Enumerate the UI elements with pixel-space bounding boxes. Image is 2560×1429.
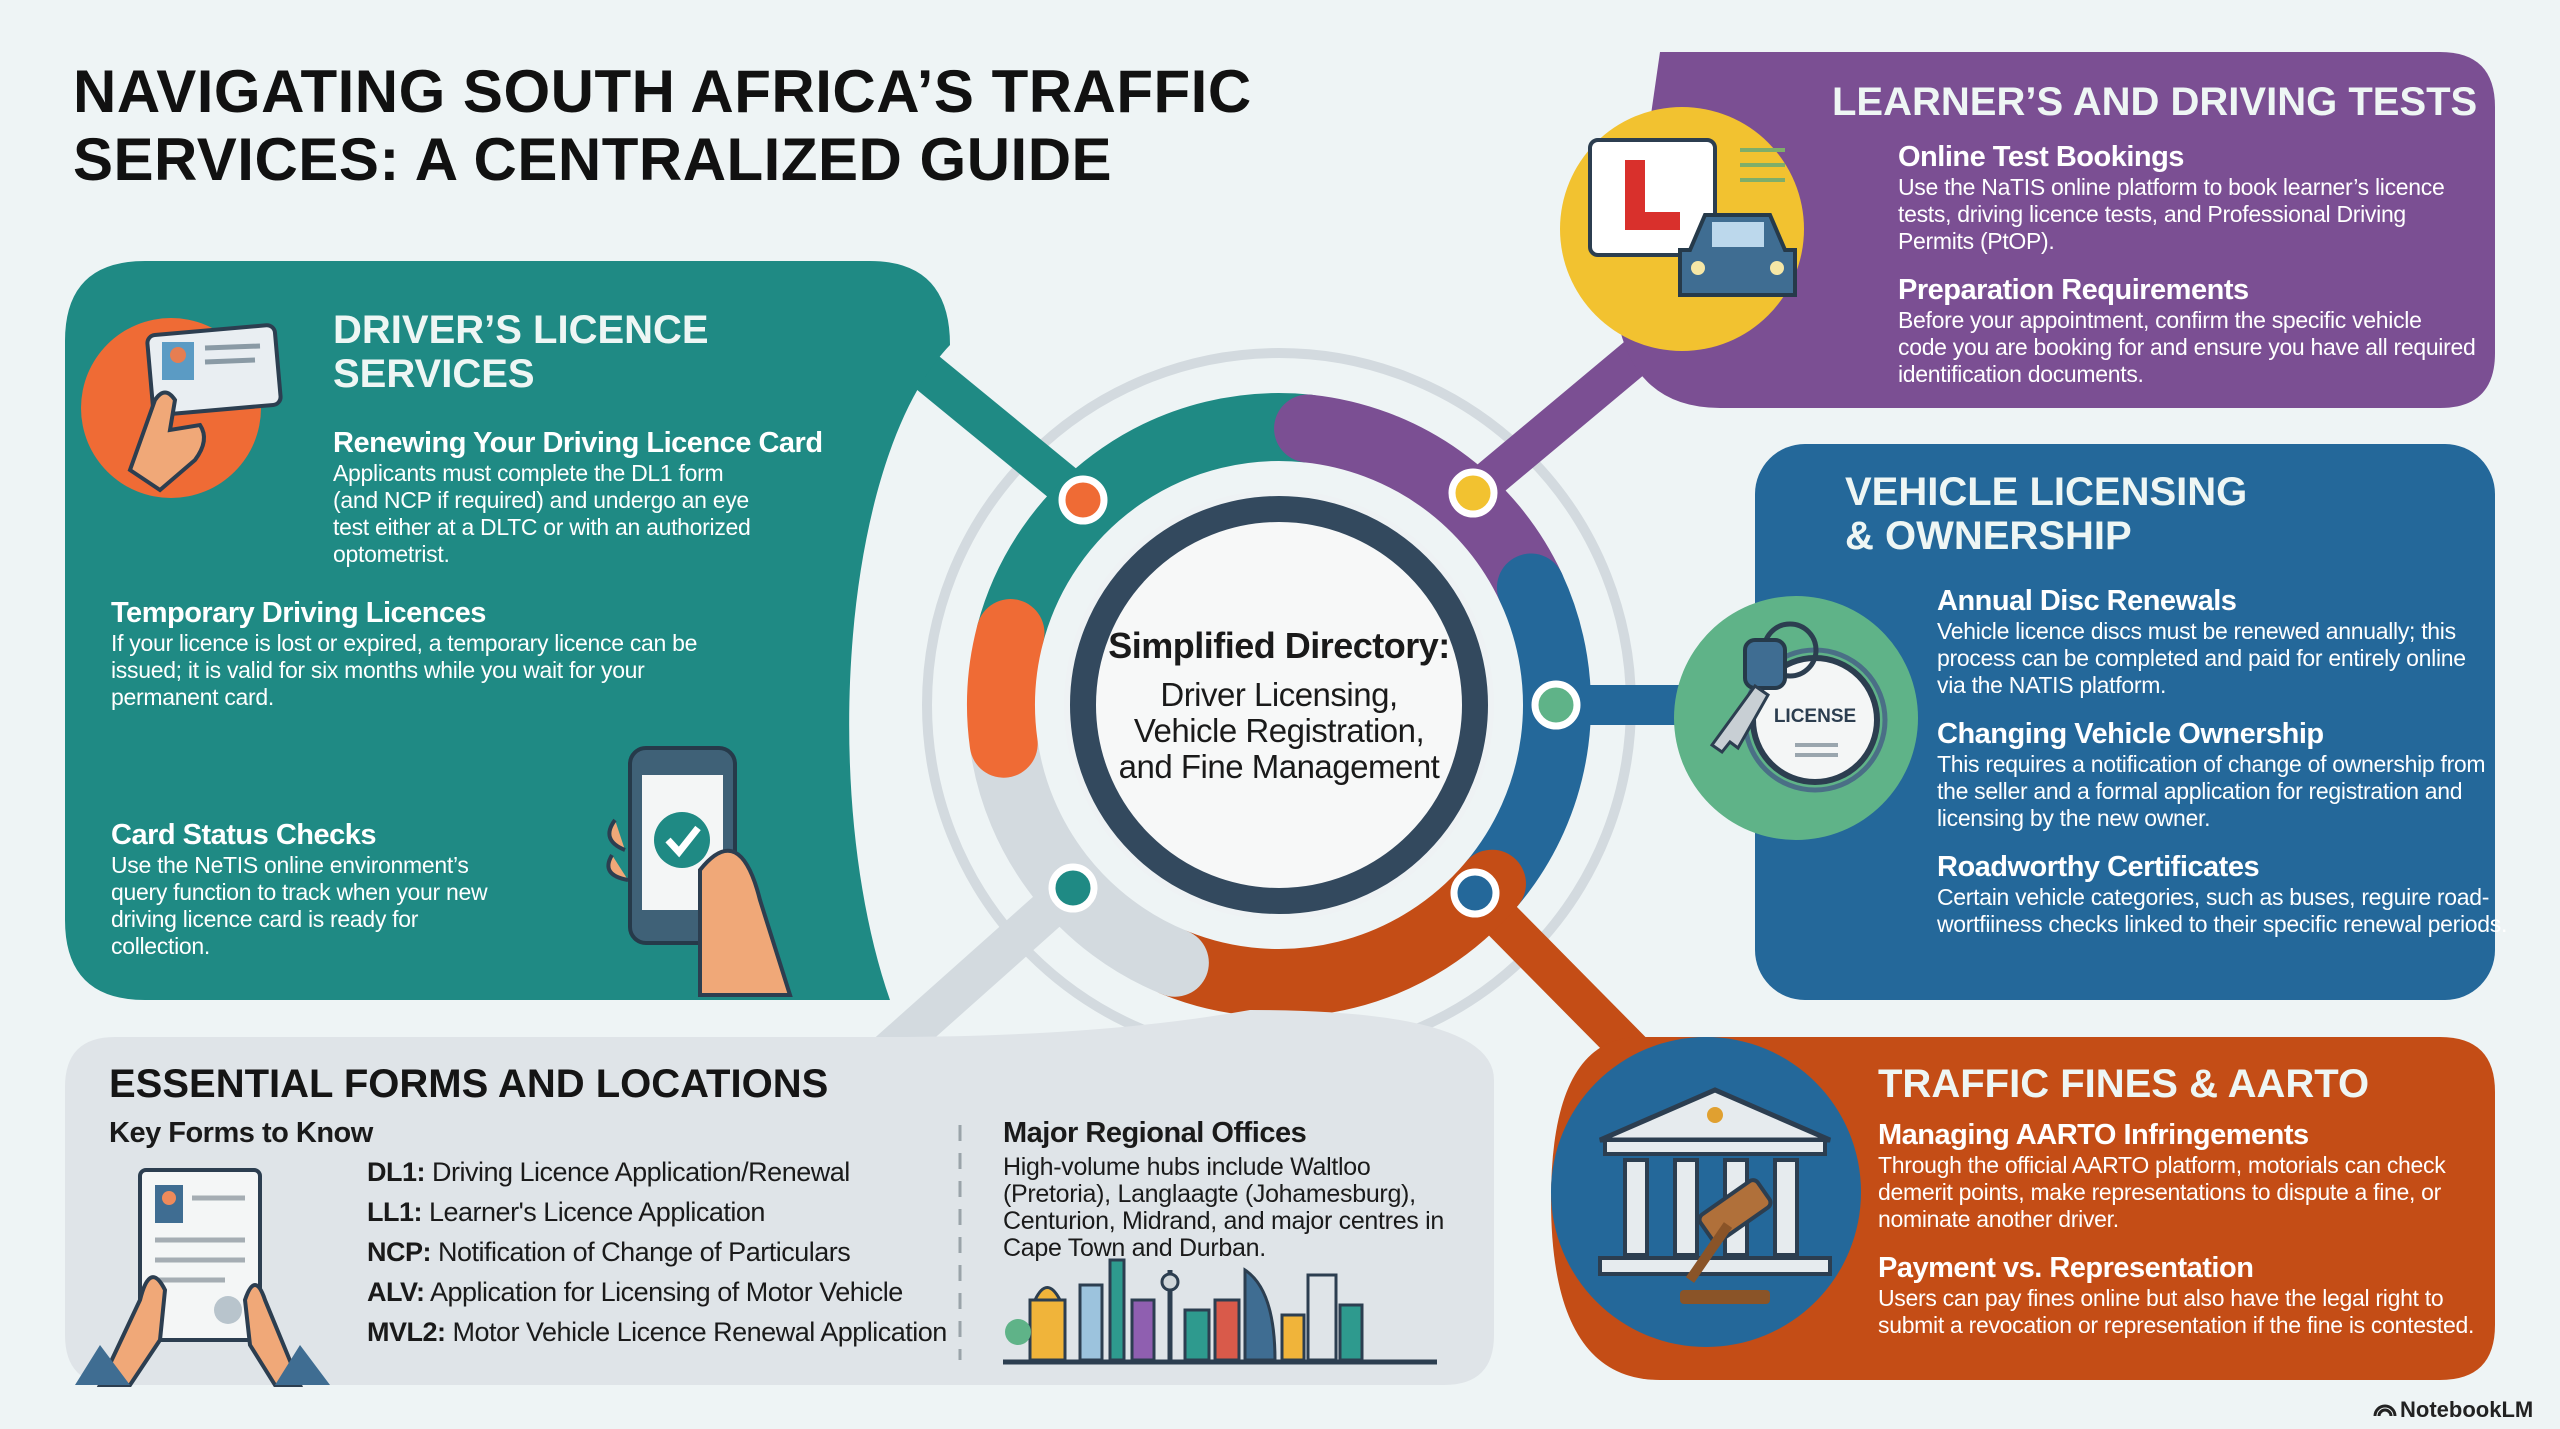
learners-heading: LEARNER’S AND DRIVING TESTS <box>1832 80 2478 124</box>
center-heading: Simplified Directory: <box>1108 625 1450 666</box>
fines-section-payment: Payment vs. Representation Users can pay… <box>1878 1252 2475 1338</box>
page-title: NAVIGATING SOUTH AFRICA’S TRAFFIC SERVIC… <box>73 58 1252 193</box>
ring-segment-drivers <box>976 393 1343 668</box>
dot-yellow <box>1448 468 1498 518</box>
node-dots <box>1048 468 1581 918</box>
vehicle-section-disc: Annual Disc Renewals Vehicle licence dis… <box>1937 585 2466 698</box>
forms-panel <box>65 1010 1494 1385</box>
form-item: MVL2: Motor Vehicle Licence Renewal Appl… <box>367 1317 947 1347</box>
fines-heading: TRAFFIC FINES & AARTO <box>1878 1062 2370 1106</box>
offices-section: Major Regional Offices High-volume hubs … <box>1003 1117 1445 1262</box>
notebooklm-logo-icon <box>2373 1404 2397 1417</box>
drivers-section-temporary: Temporary Driving Licences If your licen… <box>111 597 698 710</box>
drivers-section-renewing: Renewing Your Driving Licence Card Appli… <box>333 427 823 567</box>
vehicle-panel <box>1755 444 2495 1000</box>
learners-section-preparation: Preparation Requirements Before your app… <box>1898 274 2476 387</box>
licence-card-hand-icon <box>81 318 283 498</box>
licence-disc-label: LICENSE <box>1773 706 1857 727</box>
connector-forms <box>866 873 1087 1075</box>
learners-section-bookings: Online Test Bookings Use the NaTIS onlin… <box>1898 141 2445 254</box>
city-skyline-icon <box>1003 1258 1437 1365</box>
document-hands-icon <box>75 1168 330 1387</box>
ring-segment-fines <box>1140 849 1526 1017</box>
forms-heading: ESSENTIAL FORMS AND LOCATIONS <box>109 1062 829 1106</box>
phone-check-icon <box>606 746 793 997</box>
vehicle-heading: VEHICLE LICENSING & OWNERSHIP <box>1845 470 2248 558</box>
dot-orange <box>1058 475 1108 525</box>
form-item: ALV: Application for Licensing of Motor … <box>367 1277 903 1307</box>
center-directory: Simplified Directory: Driver Licensing, … <box>1108 625 1450 785</box>
vehicle-section-roadworthy: Roadworthy Certificates Certain vehicle … <box>1937 851 2508 937</box>
fines-section-aarto: Managing AARTO Infringements Through the… <box>1878 1119 2446 1232</box>
ring-segment-orange <box>967 599 1045 778</box>
courthouse-gavel-icon <box>1551 1037 1861 1347</box>
learner-plate-car-icon <box>1560 107 1804 351</box>
form-item: DL1: Driving Licence Application/Renewal <box>367 1157 850 1187</box>
vehicle-sections: Annual Disc Renewals Vehicle licence dis… <box>1937 584 2507 938</box>
ring-segment-vehicle <box>1457 553 1591 918</box>
drivers-section-status: Card Status Checks Use the NeTIS online … <box>111 819 488 959</box>
form-item: LL1: Learner's Licence Application <box>367 1197 765 1227</box>
drivers-heading: DRIVER’S LICENCE SERVICES <box>333 308 709 396</box>
forms-subheading: Key Forms to Know <box>109 1117 373 1149</box>
dot-blue <box>1450 868 1500 918</box>
dot-teal <box>1048 863 1098 913</box>
ring-segment-learners <box>1274 394 1565 622</box>
vehicle-section-ownership: Changing Vehicle Ownership This requires… <box>1937 718 2486 831</box>
dot-green <box>1531 680 1581 730</box>
connector-drivers <box>887 334 1096 516</box>
brand-label: NotebookLM <box>2400 1397 2534 1422</box>
forms-list: DL1: Driving Licence Application/Renewal… <box>367 1152 947 1352</box>
learners-panel <box>1620 52 2495 408</box>
learners-sections: Online Test Bookings Use the NaTIS onlin… <box>1898 140 2476 388</box>
fines-sections: Managing AARTO Infringements Through the… <box>1878 1118 2474 1339</box>
form-item: NCP: Notification of Change of Particula… <box>367 1237 851 1267</box>
center-circle <box>1070 496 1488 914</box>
key-licence-disc-icon <box>1674 596 1918 840</box>
